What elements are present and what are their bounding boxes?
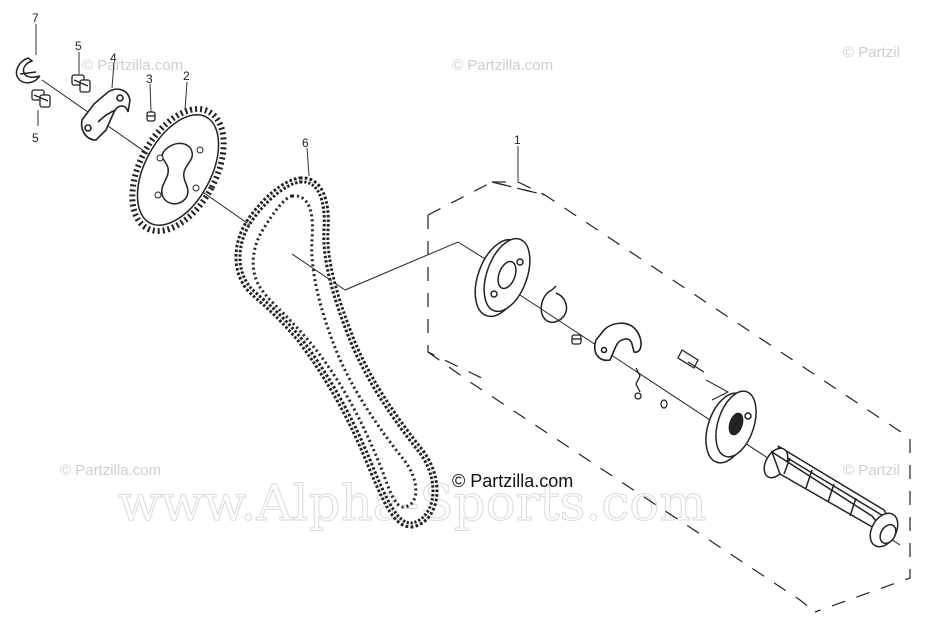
spring-clip xyxy=(634,367,668,409)
watermark-partzilla-bottom-left: © Partzilla.com xyxy=(60,462,161,479)
lock-plate-part-7 xyxy=(15,57,41,84)
plate-part-4 xyxy=(80,88,131,141)
callout-1: 1 xyxy=(514,133,521,147)
bolt-part-5-bottom xyxy=(31,89,51,108)
callout-4: 4 xyxy=(110,51,117,65)
u-bracket xyxy=(594,322,642,362)
bolt-part-5-top xyxy=(71,74,91,93)
copyright-partzilla: © Partzilla.com xyxy=(452,471,573,491)
decompressor-disc xyxy=(705,390,757,464)
assembly-boundary-part-1 xyxy=(427,181,911,613)
pin-part-3 xyxy=(146,111,156,122)
watermark-partzilla-top-right: © Partzil xyxy=(843,44,900,61)
dowel-pin xyxy=(677,349,705,373)
watermark-partzilla-top-left: © Partzilla.com xyxy=(82,57,183,74)
watermark-partzilla-top-center: © Partzilla.com xyxy=(452,57,553,74)
camshaft xyxy=(763,445,899,548)
callout-7: 7 xyxy=(32,11,39,25)
callout-2: 2 xyxy=(183,69,190,83)
small-bolt xyxy=(571,334,582,345)
callout-5-top: 5 xyxy=(75,39,82,53)
cam-sprocket-part-2 xyxy=(129,106,227,234)
callout-5-bottom: 5 xyxy=(32,131,39,145)
circlip xyxy=(540,285,568,323)
callout-6: 6 xyxy=(302,136,309,150)
callout-3: 3 xyxy=(146,72,153,86)
watermark-partzilla-bottom-right: © Partzil xyxy=(843,462,900,479)
cam-chain-part-6 xyxy=(234,176,439,529)
cam-flange xyxy=(474,237,531,318)
dowel-leader xyxy=(705,379,730,401)
